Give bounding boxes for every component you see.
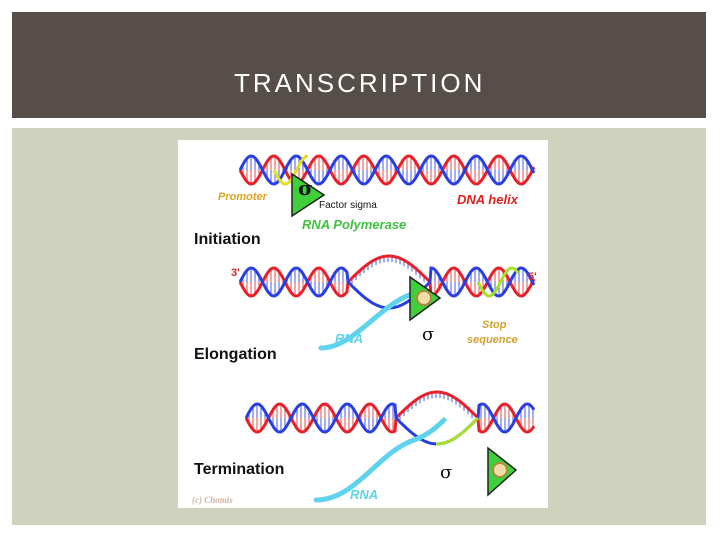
dna-strand — [238, 254, 536, 298]
termination-label: Termination — [194, 461, 284, 478]
rna-label-elongation: RNA — [335, 331, 363, 346]
elongation-label: Elongation — [194, 346, 277, 363]
rna-polymerase-label: RNA Polymerase — [302, 217, 406, 232]
slide-title: TRANSCRIPTION — [234, 68, 486, 98]
stop-sequence-label-line1: Stop — [482, 319, 507, 331]
five-prime-label: 5' — [528, 271, 537, 283]
rna-polymerase-termination — [487, 446, 518, 497]
dna-strand — [238, 266, 536, 310]
dna-strand — [476, 266, 520, 298]
dna-strand — [244, 390, 536, 434]
dna-helices — [238, 154, 536, 446]
transcription-diagram: σ Promoter Factor sigma DNA helix RNA Po… — [178, 140, 548, 508]
diagram-canvas: σ Promoter Factor sigma DNA helix RNA Po… — [192, 154, 537, 505]
title-bar: TRANSCRIPTION — [12, 12, 706, 118]
dna-helix-label: DNA helix — [457, 192, 519, 207]
rna-label-termination: RNA — [350, 487, 378, 502]
dna-strand — [238, 154, 536, 186]
rna-strand-termination — [313, 417, 447, 503]
promoter-label: Promoter — [218, 191, 268, 203]
rna-polymerase-initiation — [291, 172, 326, 218]
dna-strand — [436, 416, 480, 446]
stop-sequence-label-line2: sequence — [467, 334, 518, 346]
factor-sigma-label: Factor sigma — [319, 200, 377, 211]
three-prime-label: 3' — [231, 267, 240, 279]
sigma-label-elongation: σ — [422, 324, 434, 345]
sigma-factor-initiation: σ — [298, 176, 313, 200]
dna-strand — [272, 154, 309, 186]
sigma-label-termination: σ — [440, 462, 452, 483]
dna-strand — [244, 402, 536, 446]
initiation-label: Initiation — [194, 231, 261, 248]
dna-strand — [238, 154, 536, 186]
copyright-label: (c) Chomis — [192, 495, 233, 505]
sigma-symbol: σ — [298, 176, 313, 200]
rna-polymerase-elongation — [409, 275, 442, 322]
